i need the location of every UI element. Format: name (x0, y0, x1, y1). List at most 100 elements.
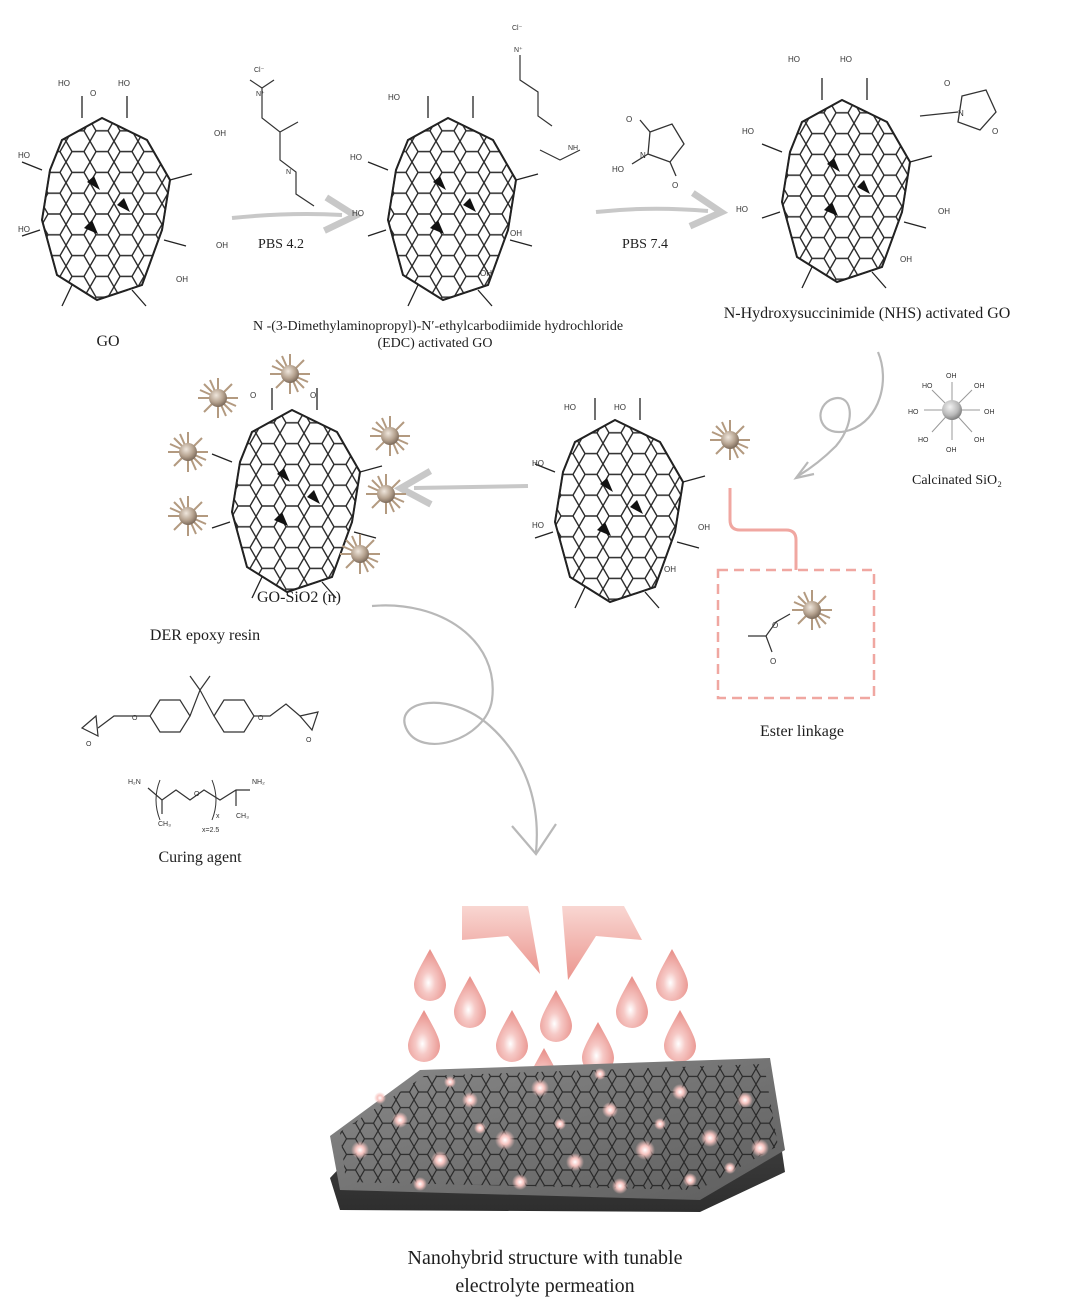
svg-text:OH: OH (510, 229, 522, 238)
svg-text:O: O (310, 391, 316, 400)
svg-text:O: O (626, 115, 632, 124)
edc-molecule: Cl⁻ N⁺ N (249, 67, 315, 207)
go-sio2-single-structure: HO HO HO HO OH OH (532, 397, 751, 609)
curing-agent-structure: H₂N NH₂ CH₃ CH₃ O x x=2.5 (128, 779, 265, 834)
label-pbs-4-2: PBS 4.2 (258, 237, 304, 252)
svg-text:Cl⁻: Cl⁻ (254, 67, 265, 74)
go-sio2-n-structure: O O (167, 353, 411, 599)
svg-text:OH: OH (946, 447, 957, 454)
svg-text:HO: HO (18, 225, 30, 234)
svg-text:O: O (992, 127, 998, 136)
svg-text:N⁺: N⁺ (256, 90, 265, 98)
label-nanohybrid-line1: Nanohybrid structure with tunable (407, 1247, 683, 1269)
arrow-to-go-sio2 (414, 486, 529, 488)
svg-text:O: O (90, 89, 96, 98)
svg-text:O: O (772, 621, 778, 630)
svg-text:HO: HO (118, 79, 130, 88)
svg-text:HO: HO (922, 383, 933, 390)
svg-text:HO: HO (736, 205, 748, 214)
svg-text:O: O (250, 391, 256, 400)
svg-text:HO: HO (614, 403, 626, 412)
svg-text:HO: HO (350, 153, 362, 162)
svg-text:OH: OH (974, 383, 985, 390)
svg-text:OH: OH (974, 437, 985, 444)
svg-text:x: x (216, 813, 220, 820)
svg-text:OH: OH (664, 565, 676, 574)
arrow-pbs-4-2 (231, 214, 342, 218)
ester-link-connector (728, 488, 798, 570)
droplet (414, 949, 446, 1001)
go-structure: HO HO HO OH HO OH OH O (18, 79, 228, 307)
label-edc-line2: (EDC) activated GO (377, 336, 493, 351)
droplet (656, 949, 688, 1001)
svg-text:O: O (672, 181, 678, 190)
label-ester-linkage: Ester linkage (760, 723, 844, 740)
svg-text:HO: HO (840, 55, 852, 64)
svg-text:OH: OH (176, 275, 188, 284)
svg-text:O: O (258, 715, 264, 722)
nhs-activated-go-structure: N O O HO HO HO HO OH OH (736, 55, 998, 289)
droplet (454, 976, 486, 1028)
curved-arrow-right (793, 351, 885, 480)
svg-text:HO: HO (532, 521, 544, 530)
svg-text:HO: HO (18, 151, 30, 160)
label-go: GO (96, 333, 120, 350)
svg-text:H₂N: H₂N (128, 779, 141, 786)
droplet (616, 976, 648, 1028)
svg-text:Cl⁻: Cl⁻ (512, 25, 523, 32)
droplet (408, 1010, 440, 1062)
svg-text:CH₃: CH₃ (158, 821, 171, 828)
droplet (664, 1010, 696, 1062)
svg-text:HO: HO (918, 437, 929, 444)
svg-text:OH: OH (900, 255, 912, 264)
ester-linkage-box: O O (716, 568, 876, 700)
label-pbs-7-4: PBS 7.4 (622, 237, 668, 252)
svg-text:OH: OH (984, 409, 995, 416)
label-calcinated-sio2: Calcinated SiO₂ (911, 473, 1003, 488)
svg-text:OH: OH (216, 241, 228, 250)
svg-text:OH: OH (938, 207, 950, 216)
nhs-molecule: O O N HO (612, 115, 685, 190)
svg-text:HO: HO (352, 209, 364, 218)
label-edc-line1: N -(3-Dimethylaminopropyl)-N′-ethylcarbo… (252, 319, 624, 334)
label-go-sio2-n: GO-SiO2 (n) (257, 589, 341, 606)
der-epoxy-resin-structure: O O O O (80, 675, 319, 748)
svg-text:CH₃: CH₃ (236, 813, 249, 820)
svg-text:HO: HO (612, 165, 624, 174)
svg-text:HO: HO (58, 79, 70, 88)
svg-text:x=2.5: x=2.5 (202, 827, 219, 834)
label-curing-agent: Curing agent (158, 849, 242, 866)
svg-text:N: N (958, 109, 964, 118)
svg-text:O: O (306, 737, 312, 744)
svg-text:N: N (286, 169, 291, 176)
svg-text:N⁺: N⁺ (514, 46, 523, 54)
svg-text:O: O (86, 741, 92, 748)
svg-text:HO: HO (388, 93, 400, 102)
droplet (540, 990, 572, 1042)
calcinated-sio2-particle: OH OH HO OH OH HO OH HO (908, 373, 995, 454)
svg-text:OH: OH (214, 129, 226, 138)
svg-text:HO: HO (908, 409, 919, 416)
svg-text:O: O (194, 791, 200, 798)
edc-activated-go-structure: Cl⁻ N⁺ NH HO HO HO OH OH (350, 25, 581, 307)
svg-text:NH: NH (568, 145, 578, 152)
svg-text:N: N (640, 151, 646, 160)
svg-text:O: O (770, 657, 776, 666)
svg-text:HO: HO (788, 55, 800, 64)
arrow-pbs-7-4 (595, 209, 708, 212)
label-nhs-activated-go: N-Hydroxysuccinimide (NHS) activated GO (723, 305, 1011, 322)
svg-text:HO: HO (532, 459, 544, 468)
svg-text:OH: OH (698, 523, 710, 532)
svg-text:O: O (132, 715, 138, 722)
curved-arrow-down (371, 604, 557, 856)
svg-text:HO: HO (742, 127, 754, 136)
svg-text:OH: OH (480, 269, 492, 278)
energy-beams (462, 906, 642, 980)
svg-text:OH: OH (946, 373, 957, 380)
svg-text:NH₂: NH₂ (252, 779, 265, 786)
svg-text:HO: HO (564, 403, 576, 412)
label-der-epoxy-resin: DER epoxy resin (149, 627, 261, 644)
svg-text:O: O (944, 79, 950, 88)
droplet (496, 1010, 528, 1062)
